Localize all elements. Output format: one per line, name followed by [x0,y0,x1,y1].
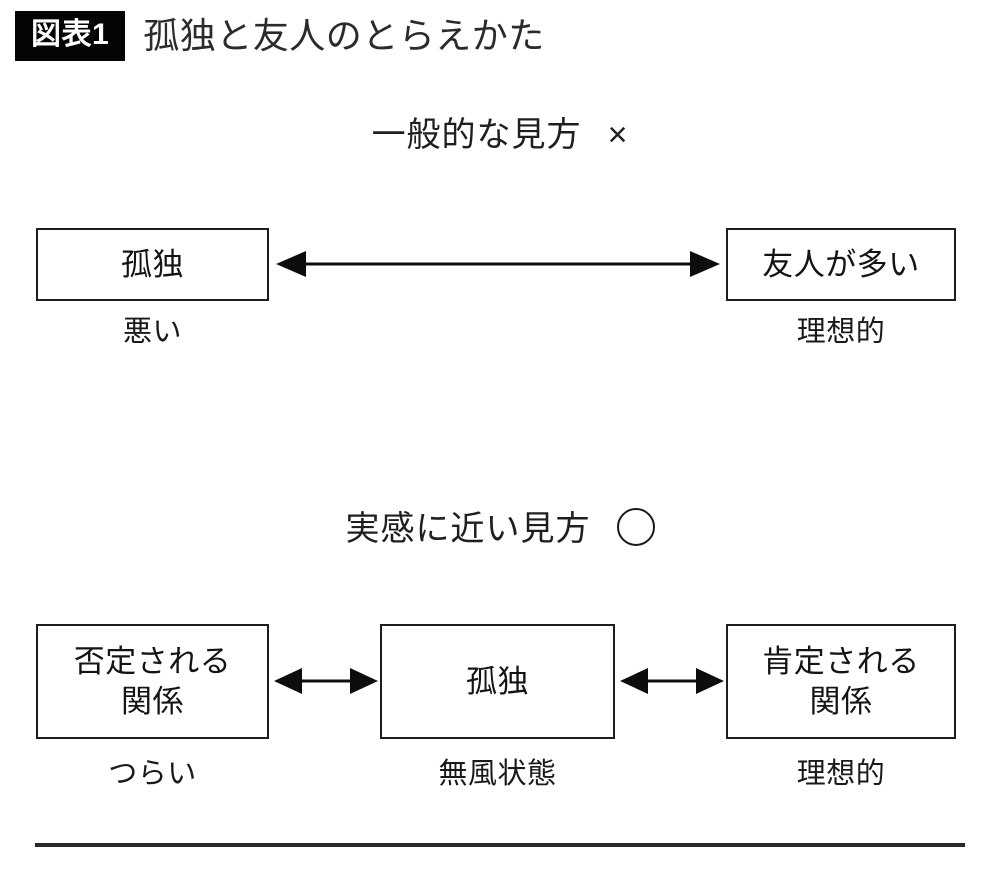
node-box-kodoku-realistic: 孤独 [380,624,615,739]
caption-negative-relationship: つらい [108,758,197,790]
section-2-header-text: 実感に近い見方 [345,510,591,548]
double-headed-arrow-left [274,668,378,694]
caption-positive-relationship: 理想的 [796,758,886,790]
node-box-label: 友人が多い [762,246,920,282]
caption-kodoku-realistic: 無風状態 [438,758,557,790]
page-title: 図表1 孤独と友人のとらえかた [15,10,545,62]
caption-many-friends: 理想的 [796,316,886,348]
section-1-header-text: 一般的な見方 [371,116,582,154]
cross-mark-icon: × [607,116,629,154]
caption-kodoku-general: 悪い [122,316,182,348]
bottom-divider [35,843,965,847]
section-2-header: 実感に近い見方 [0,508,1000,546]
double-headed-arrow-right [620,668,724,694]
node-box-label: 否定される 関係 [73,643,232,719]
double-headed-arrow-general [276,251,720,277]
node-box-label: 肯定される 関係 [762,643,920,719]
node-box-label: 孤独 [466,663,529,699]
node-box-kodoku-general: 孤独 [36,228,269,301]
page-title-text: 孤独と友人のとらえかた [143,15,545,56]
figure-number-badge: 図表1 [15,11,126,61]
node-box-label: 孤独 [121,246,184,282]
node-box-many-friends: 友人が多い [726,228,956,301]
circle-mark-icon [616,508,655,546]
section-1-header: 一般的な見方 × [0,118,1000,152]
node-box-negative-relationship: 否定される 関係 [36,624,269,739]
node-box-positive-relationship: 肯定される 関係 [726,624,956,739]
